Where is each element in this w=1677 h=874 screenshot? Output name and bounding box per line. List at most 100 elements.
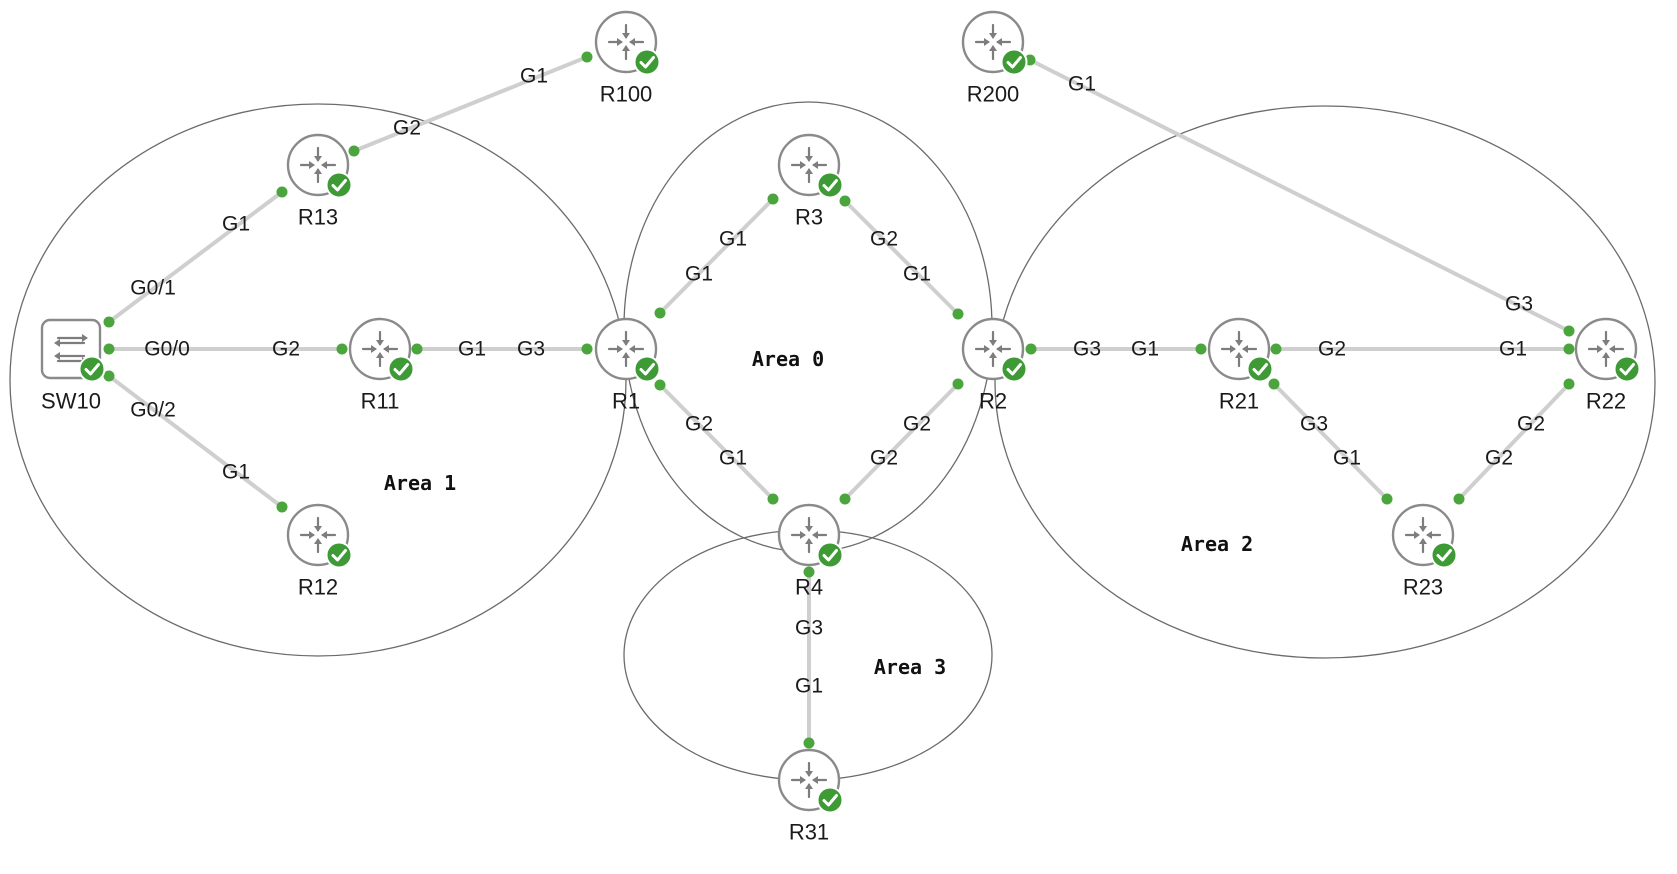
port-label-r100-g1: G1 (520, 65, 548, 88)
node-r31[interactable] (777, 748, 844, 814)
glyph-arrowhead (800, 776, 806, 784)
node-label-r22: R22 (1586, 389, 1626, 414)
port-dot-r13-g1[interactable] (276, 186, 288, 198)
port-dot-r22-g1[interactable] (1563, 343, 1575, 355)
node-r11[interactable] (348, 317, 415, 383)
glyph-arrowhead (376, 340, 384, 346)
port-dot-r4-g3[interactable] (803, 566, 815, 578)
node-sw10[interactable] (40, 318, 106, 383)
node-r1[interactable] (594, 317, 661, 383)
port-dot-r3-g2[interactable] (839, 195, 851, 207)
glyph-arrowhead (376, 352, 384, 358)
node-r4[interactable] (777, 503, 844, 569)
link-sw10-r13[interactable] (107, 190, 284, 324)
node-label-r13: R13 (298, 205, 338, 230)
port-label-r4-g2: G2 (870, 447, 898, 470)
node-r2[interactable] (961, 317, 1028, 383)
glyph-arrowhead (1235, 340, 1243, 346)
node-r23[interactable] (1391, 503, 1458, 569)
status-ok-badge-icon (816, 171, 844, 199)
glyph-arrowhead (629, 38, 635, 46)
glyph-arrowhead (805, 168, 813, 174)
port-label-r12-g1: G1 (222, 461, 250, 484)
link-r13-r100[interactable] (352, 55, 589, 153)
glyph-arrowhead (1602, 352, 1610, 358)
glyph-arrowhead (805, 771, 813, 777)
node-r12[interactable] (286, 503, 353, 569)
port-label-r13-g1: G1 (222, 213, 250, 236)
port-dot-r31-g1[interactable] (803, 737, 815, 749)
node-r13[interactable] (286, 133, 353, 199)
link-sw10-r12[interactable] (107, 374, 284, 509)
checkmark-icon (1252, 363, 1268, 376)
port-label-r1-g3: G3 (517, 338, 545, 361)
glyph-arrowhead (309, 531, 315, 539)
port-dot-r100-g1[interactable] (581, 51, 593, 63)
glyph-arrowhead (812, 776, 818, 784)
checkmark-icon (822, 549, 838, 562)
checkmark-icon (822, 179, 838, 192)
port-dot-sw10-g0-0[interactable] (103, 343, 115, 355)
port-dot-sw10-g0-1[interactable] (103, 316, 115, 328)
port-label-r1-g1: G1 (685, 263, 713, 286)
port-label-r4-g3: G3 (795, 617, 823, 640)
port-dot-r3-g1[interactable] (767, 193, 779, 205)
checkmark-icon (393, 363, 409, 376)
port-dot-r1-g3[interactable] (581, 343, 593, 355)
port-dot-sw10-g0-2[interactable] (103, 370, 115, 382)
glyph-arrowhead (314, 156, 322, 162)
link-r21-r23[interactable] (1272, 382, 1389, 501)
link-r1-r4[interactable] (658, 383, 775, 501)
port-label-r2-g1: G1 (903, 263, 931, 286)
glyph-arrowhead (1414, 531, 1420, 539)
node-label-r21: R21 (1219, 389, 1259, 414)
port-dot-r13-g2[interactable] (348, 145, 360, 157)
port-dot-r21-g1[interactable] (1195, 343, 1207, 355)
link-r3-r2[interactable] (843, 199, 960, 316)
port-dot-r1-g1[interactable] (654, 307, 666, 319)
glyph-arrowhead (54, 339, 60, 347)
link-r1-r3[interactable] (658, 197, 775, 315)
port-label-sw10-g0-1: G0/1 (130, 277, 176, 300)
node-r22[interactable] (1574, 317, 1641, 383)
checkmark-icon (639, 363, 655, 376)
port-label-r1-g2: G2 (685, 413, 713, 436)
link-r22-r23[interactable] (1457, 382, 1571, 501)
port-dot-r2-g3[interactable] (1025, 343, 1037, 355)
link-r200-r22[interactable] (1028, 58, 1571, 333)
port-dot-r11-g1[interactable] (411, 343, 423, 355)
node-r200[interactable] (961, 10, 1028, 76)
area-label-area1: Area 1 (384, 471, 456, 495)
status-ok-badge-icon (387, 355, 415, 383)
port-dot-r4-g2[interactable] (839, 493, 851, 505)
link-r2-r4[interactable] (843, 382, 960, 501)
port-dot-r4-g1[interactable] (767, 493, 779, 505)
port-dot-r22-g3[interactable] (1563, 325, 1575, 337)
status-ok-badge-icon (325, 541, 353, 569)
port-dot-r1-g2[interactable] (654, 379, 666, 391)
glyph-arrowhead (1419, 538, 1427, 544)
node-r3[interactable] (777, 133, 844, 199)
port-dot-r23-g2[interactable] (1453, 493, 1465, 505)
glyph-arrowhead (989, 33, 997, 39)
glyph-arrowhead (805, 526, 813, 532)
glyph-arrowhead (309, 161, 315, 169)
node-r100[interactable] (594, 10, 661, 76)
glyph-arrowhead (1426, 531, 1432, 539)
port-label-r11-g2: G2 (272, 338, 300, 361)
port-dot-r21-g2[interactable] (1270, 343, 1282, 355)
glyph-arrowhead (622, 45, 630, 51)
glyph-arrowhead (1609, 345, 1615, 353)
port-dot-r21-g3[interactable] (1268, 378, 1280, 390)
glyph-arrowhead (371, 345, 377, 353)
node-r21[interactable] (1207, 317, 1274, 383)
port-dot-r23-g1[interactable] (1381, 493, 1393, 505)
port-dot-r22-g2[interactable] (1563, 378, 1575, 390)
glyph-arrowhead (629, 345, 635, 353)
port-dot-r11-g2[interactable] (336, 343, 348, 355)
port-dot-r2-g2[interactable] (952, 378, 964, 390)
port-dot-r2-g1[interactable] (952, 308, 964, 320)
area-boundary-area2 (994, 105, 1656, 659)
port-dot-r12-g1[interactable] (276, 501, 288, 513)
